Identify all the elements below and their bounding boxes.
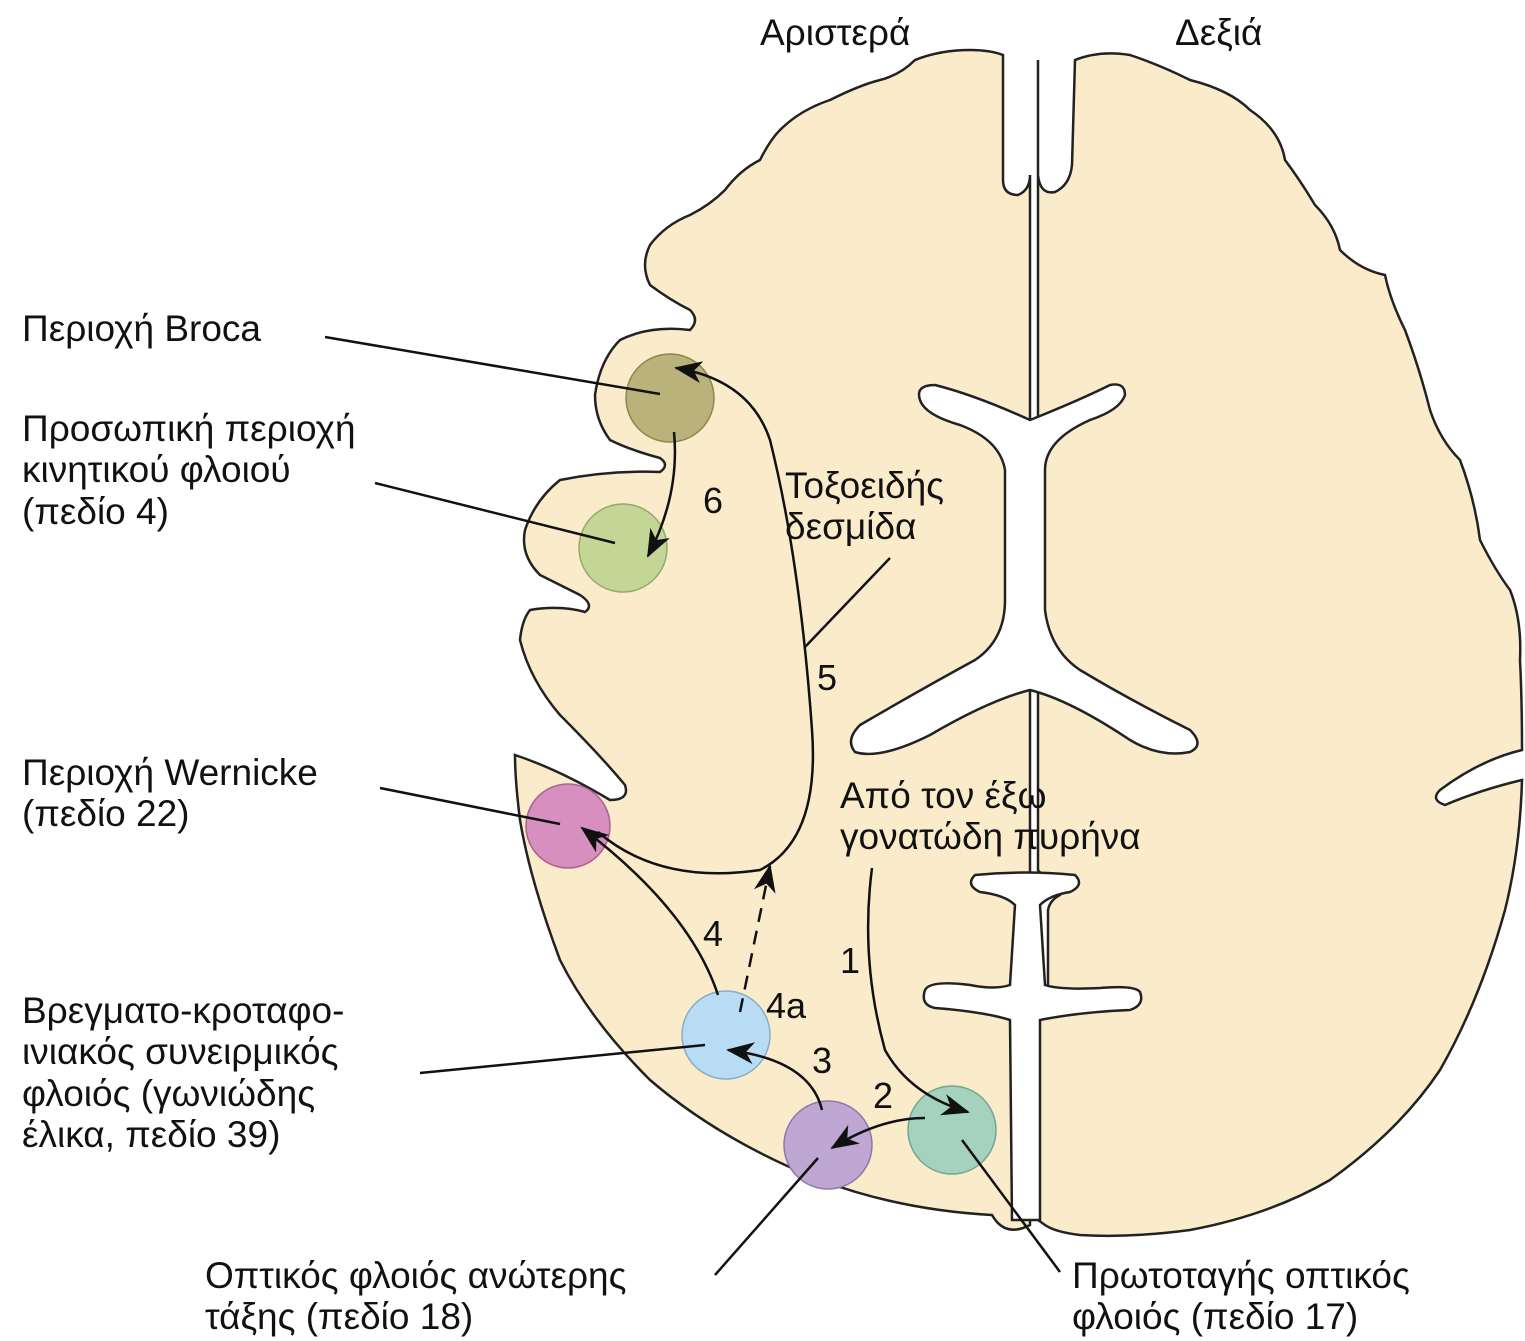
label-lgn: Από τον έξω γονατώδη πυρήνα	[840, 775, 1141, 858]
leader-visual-higher	[715, 1158, 818, 1275]
step-number-6: 6	[703, 480, 723, 522]
angular-gyrus-circle	[682, 991, 770, 1079]
step-number-5: 5	[817, 657, 837, 699]
label-visual-cortex-primary: Πρωτοταγής οπτικός φλοιός (πεδίο 17)	[1072, 1255, 1410, 1338]
label-arcuate-fasciculus: Τοξοειδής δεσμίδα	[785, 465, 944, 548]
wernicke-area-circle	[526, 784, 610, 868]
label-left-hemisphere: Αριστερά	[760, 12, 910, 53]
visual-cortex-primary-circle	[908, 1086, 996, 1174]
step-number-2: 2	[873, 1075, 893, 1117]
visual-cortex-higher-circle	[784, 1101, 872, 1189]
label-visual-cortex-higher: Οπτικός φλοιός ανώτερης τάξης (πεδίο 18)	[205, 1255, 626, 1338]
label-wernicke: Περιοχή Wernicke (πεδίο 22)	[22, 752, 318, 835]
label-angular-gyrus: Βρεγματο-κροταφο- ινιακός συνειρμικός φλ…	[22, 990, 344, 1156]
motor-cortex-circle	[579, 504, 667, 592]
label-broca: Περιοχή Broca	[22, 308, 261, 349]
step-number-4: 4	[703, 913, 723, 955]
step-number-4a: 4a	[766, 985, 806, 1027]
broca-area-circle	[626, 354, 714, 442]
step-number-3: 3	[812, 1040, 832, 1082]
step-number-1: 1	[840, 940, 860, 982]
label-motor-cortex: Προσωπική περιοχή κινητικού φλοιού (πεδί…	[22, 408, 356, 532]
label-right-hemisphere: Δεξιά	[1175, 12, 1262, 53]
left-hemisphere	[515, 50, 1030, 1230]
